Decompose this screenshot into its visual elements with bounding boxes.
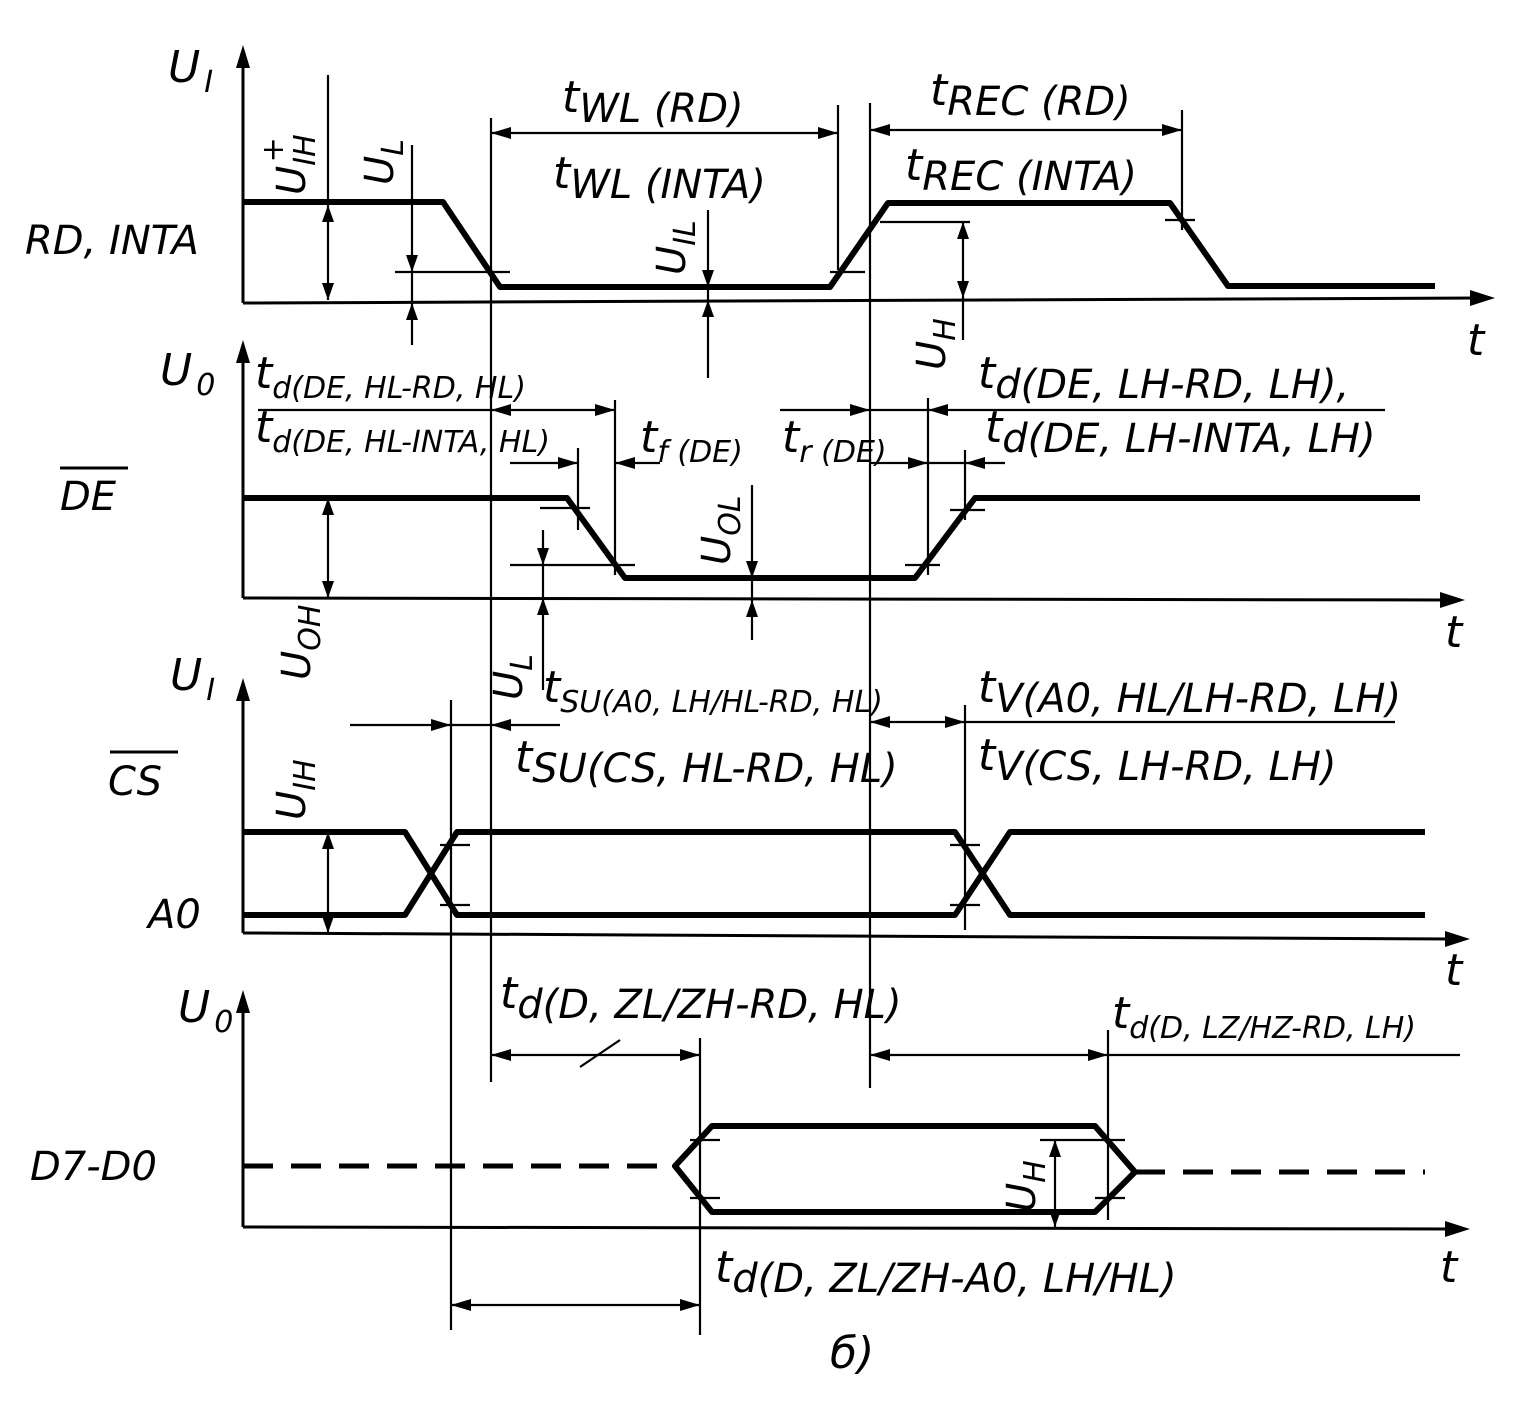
label-td-d-lz-rd: td(D, LZ/HZ-RD, LH): [1112, 988, 1416, 1046]
label-twl-inta: tWL (INTA): [553, 148, 766, 208]
label-tv-a0: tV(A0, HL/LH-RD, LH): [978, 662, 1401, 722]
signal-a0: A0: [145, 892, 201, 938]
axis-arrow-y3: [236, 678, 250, 701]
label-uih: UIH: [269, 759, 323, 820]
signal-labels: RD, INTA DE CS A0 D7-D0: [25, 218, 201, 1190]
axis-arrow-x3: [1445, 931, 1470, 947]
timing-labels: tWL (RD) tWL (INTA) tREC (RD) tREC (INTA…: [255, 65, 1416, 1302]
label-trec-rd: tREC (RD): [930, 65, 1131, 125]
axes: [236, 45, 1495, 1237]
label-uih-plus: UIH+: [256, 134, 323, 195]
voltage-arrows: [322, 75, 1061, 1227]
axis-x-row4: [242, 1225, 1456, 1231]
axis-x-row3: [242, 931, 1456, 941]
label-tsu-cs: tSU(CS, HL-RD, HL): [515, 732, 898, 792]
label-uol: UOL: [694, 495, 748, 565]
label-td-de-lh-rd: td(DE, LH-RD, LH),: [978, 348, 1349, 408]
waveform-a0-low: [243, 829, 1425, 918]
signal-d7-d0: D7-D0: [30, 1144, 157, 1190]
timing-arrows: [258, 124, 1460, 1311]
waveform-rd-inta: [243, 199, 1435, 290]
level-ticks: [395, 218, 1195, 1200]
label-tsu-a0: tSU(A0, LH/HL-RD, HL): [543, 662, 883, 720]
waveforms: [243, 199, 1435, 1215]
label-trec-inta: tREC (INTA): [905, 140, 1137, 200]
label-ul-de: UL: [486, 654, 540, 700]
voltage-labels: UIH+ UL UIL UH UOH UOL UL UIH UH: [256, 134, 1053, 1212]
axis-arrow-x4: [1445, 1221, 1470, 1237]
waveform-de: [243, 495, 1420, 581]
label-td-de-hl-rd: td(DE, HL-RD, HL): [255, 348, 526, 406]
axis-x-row1: [242, 296, 1481, 305]
axis-arrow-y1: [236, 45, 250, 68]
signal-de: DE: [60, 474, 117, 520]
axis-x-row2: [242, 596, 1451, 602]
waveform-cs-high: [243, 829, 1425, 918]
label-tr-de: tr (DE): [782, 412, 887, 470]
figure-label: б): [830, 1328, 874, 1379]
label-uil: UIL: [649, 220, 703, 275]
label-uh-d: UH: [999, 1160, 1053, 1212]
label-uh-rd: UH: [909, 318, 963, 370]
label-tv-cs: tV(CS, LH-RD, LH): [978, 730, 1337, 790]
label-tf-de: tf (DE): [640, 412, 743, 470]
time-label-row4: t: [1440, 1242, 1459, 1293]
axis-arrow-x2: [1440, 592, 1465, 608]
time-label-row3: t: [1445, 945, 1464, 996]
time-label-row2: t: [1445, 607, 1464, 658]
label-twl-rd: tWL (RD): [562, 72, 744, 132]
label-uoh: UOH: [274, 605, 328, 680]
time-label-row1: t: [1467, 315, 1486, 366]
axis-arrow-x1: [1470, 290, 1495, 306]
signal-cs: CS: [108, 759, 162, 805]
axis-arrow-y4: [236, 990, 250, 1013]
signal-rd-inta: RD, INTA: [25, 218, 199, 264]
leader-td-d-zl-rd: [579, 1039, 621, 1068]
axis-arrow-y2: [236, 340, 250, 363]
label-ul-rd: UL: [357, 139, 411, 185]
label-td-d-zl-a0: td(D, ZL/ZH-A0, LH/HL): [715, 1242, 1177, 1302]
label-td-d-zl-rd: td(D, ZL/ZH-RD, HL): [500, 968, 902, 1028]
